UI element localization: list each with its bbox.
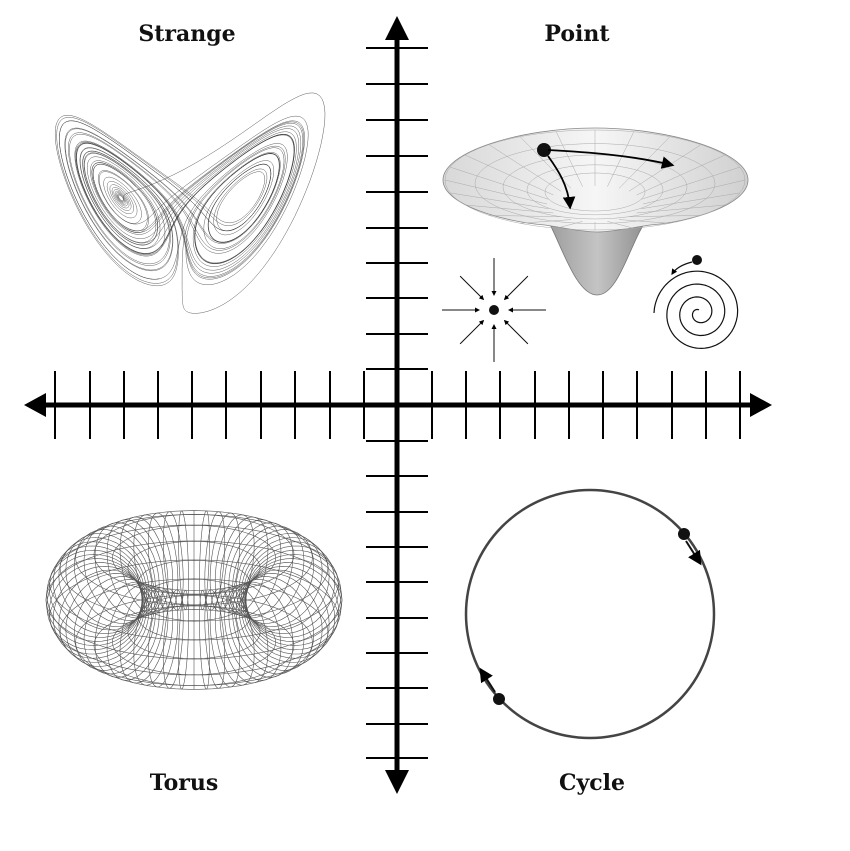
torus-parallel	[137, 594, 250, 641]
converging-arrow	[503, 275, 529, 301]
cycle-arrow-lower	[479, 667, 496, 693]
point-attractor-surface	[442, 127, 749, 296]
funnel-meridian	[556, 221, 583, 229]
funnel-meridian	[519, 219, 572, 224]
left-arrowhead	[24, 393, 46, 417]
funnel-meridian	[628, 215, 702, 217]
strange-attractor	[54, 92, 326, 314]
funnel-meridian	[641, 166, 740, 200]
label-cycle: Cycle	[559, 770, 625, 796]
torus-parallel	[127, 541, 261, 595]
funnel-meridian	[642, 179, 746, 205]
cycle-point-lower	[493, 693, 505, 705]
right-arrowhead	[750, 393, 772, 417]
label-point: Point	[544, 21, 610, 47]
funnel-meridian	[488, 144, 562, 192]
ball	[537, 143, 551, 157]
torus-parallel	[45, 540, 343, 660]
torus-parallel	[112, 524, 276, 591]
ball-path-right	[547, 149, 675, 169]
bottom-arrowhead	[385, 770, 409, 794]
funnel-meridian	[555, 131, 583, 187]
cycle-orbit	[464, 488, 716, 740]
torus-parallel	[49, 559, 339, 676]
lorenz-trajectory	[54, 92, 326, 314]
ball-path-down	[547, 155, 576, 210]
torus-parallel	[59, 578, 329, 687]
cycle-point-upper	[678, 528, 690, 540]
funnel-meridian	[488, 215, 562, 217]
torus-parallel	[127, 605, 261, 659]
spiral-arrow	[671, 261, 693, 275]
axis-ticks	[54, 47, 741, 759]
top-arrowhead	[385, 16, 409, 40]
converging-arrow	[459, 319, 485, 345]
spiral-start-point	[692, 255, 702, 265]
funnel-meridian	[641, 192, 740, 209]
funnel-meridian	[444, 179, 548, 205]
torus-parallel	[112, 609, 276, 676]
spiral-attractor	[653, 255, 739, 350]
funnel-meridian	[450, 166, 549, 200]
fixed-point	[489, 305, 499, 315]
funnel-meridian	[618, 219, 671, 224]
funnel-meridian	[636, 204, 725, 214]
torus-parallel	[93, 514, 295, 595]
funnel-meridian	[450, 192, 549, 209]
converging-arrows	[442, 258, 546, 362]
torus-parallel	[59, 513, 329, 622]
label-strange: Strange	[138, 21, 235, 47]
torus-parallel	[137, 559, 250, 606]
torus-parallel	[75, 594, 313, 690]
funnel-meridian	[607, 221, 634, 229]
limit-cycle	[464, 488, 716, 740]
converging-arrow	[459, 275, 485, 301]
cycle-arrow-upper	[685, 540, 702, 566]
funnel-meridian	[464, 154, 554, 196]
torus-parallel	[49, 524, 339, 641]
funnel-well	[544, 214, 651, 296]
converging-arrow	[503, 319, 529, 345]
funnel-meridian	[607, 131, 635, 187]
spiral-curve	[653, 270, 739, 350]
torus-parallel	[93, 605, 295, 686]
torus-attractor	[45, 510, 343, 690]
axes	[24, 16, 772, 794]
funnel-meridian	[618, 136, 671, 189]
funnel-meridian	[636, 154, 726, 196]
label-torus: Torus	[150, 770, 219, 796]
funnel-grid	[444, 129, 746, 231]
torus-parallel	[75, 510, 313, 606]
funnel-meridian	[465, 204, 554, 214]
